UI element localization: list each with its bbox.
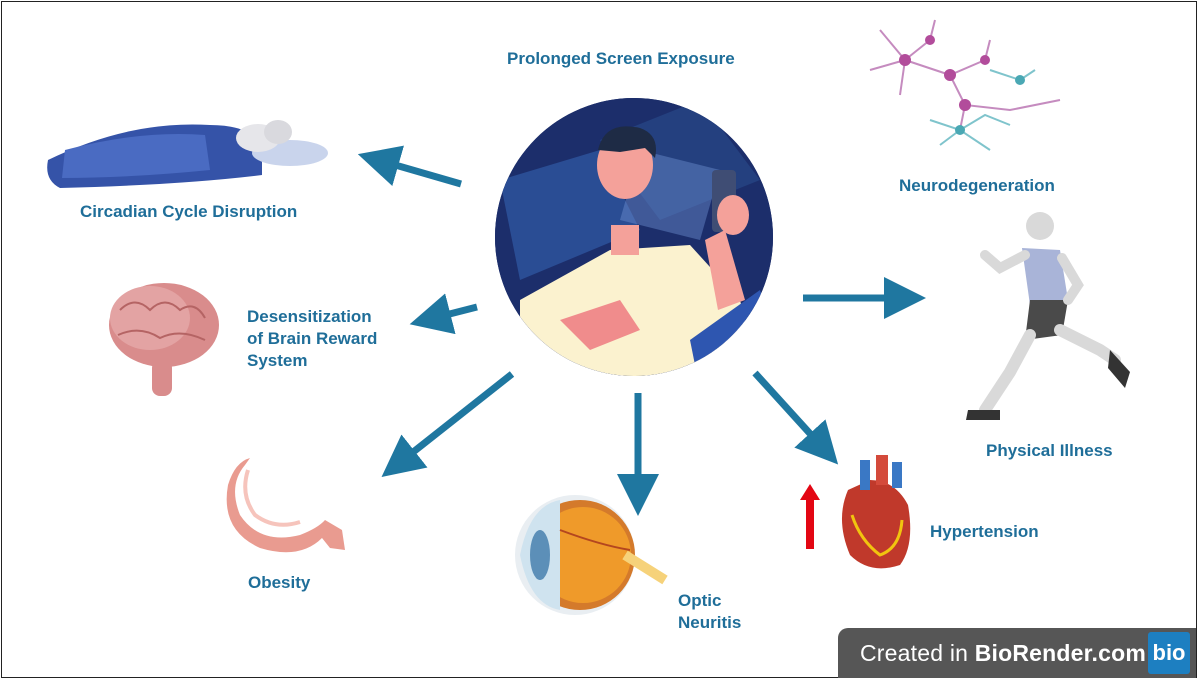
eye-icon [515,495,665,615]
label-physical: Physical Illness [986,440,1113,462]
center-title: Prolonged Screen Exposure [507,48,735,70]
arrow-reward [430,307,477,319]
badge-text: Created in BioRender.com [838,640,1146,667]
sleeping-person-icon [47,120,328,188]
running-man-icon [966,212,1130,420]
badge-prefix: Created in [860,640,975,666]
label-circadian: Circadian Cycle Disruption [80,201,297,223]
brain-icon [109,283,219,396]
up-arrow-icon [800,484,820,549]
heart-icon [842,455,910,568]
biorender-badge[interactable]: Created in BioRender.com bio [838,628,1196,678]
label-hypertension: Hypertension [930,521,1039,543]
label-reward: Desensitization of Brain Reward System [247,306,377,372]
neurons-icon [870,20,1060,150]
arrow-hypertension [755,373,824,449]
arrow-obesity [398,374,512,464]
label-obesity: Obesity [248,572,310,594]
label-optic: Optic Neuritis [678,590,741,634]
badge-brand: BioRender.com [975,640,1146,666]
person-with-phone-illustration [490,95,790,390]
stomach-icon [227,458,345,552]
arrow-circadian [378,160,461,184]
label-neuro: Neurodegeneration [899,175,1055,197]
biorender-logo-icon: bio [1148,632,1190,674]
